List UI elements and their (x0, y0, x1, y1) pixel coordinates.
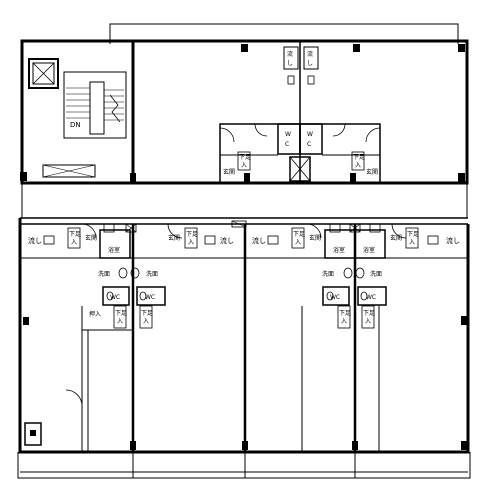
elevator-stair-core: DN (28, 58, 127, 178)
upper-entrance-right: 玄関 (366, 168, 378, 176)
lower-closet-2b: 入 (117, 318, 123, 325)
lower-shoe-1b: 入 (71, 239, 77, 246)
lower-entrance-3: 玄関 (309, 234, 321, 242)
lower-wash-4: 洗面 (370, 270, 382, 278)
lower-shoe-4a: 下足 (407, 231, 419, 238)
lower-bath-3: 浴室 (333, 246, 345, 254)
lower-left-services: 流し 下足 入 玄関 浴室 洗面 洗面 WC WC 押入 下足 入 下足 入 玄… (28, 223, 234, 329)
lower-sink-3: 流し (252, 236, 266, 245)
lower-entrance-1: 玄関 (85, 234, 97, 242)
upper-wc-right-c: C (307, 141, 311, 148)
lower-sink-1: 流し (28, 236, 42, 245)
lower-wc-4: WC (366, 294, 376, 301)
upper-sink-right-char2: し (307, 60, 313, 67)
lower-sink-4: 流し (446, 236, 460, 245)
upper-shoe-left-1: 下足 (239, 154, 251, 161)
lower-wc-3: WC (330, 294, 340, 301)
upper-shoe-right-2: 入 (355, 162, 361, 169)
lower-wash-2: 洗面 (146, 270, 158, 278)
lower-bath-1: 浴室 (108, 246, 120, 254)
lower-wash-3: 洗面 (322, 270, 334, 278)
lower-closet-5b: 入 (365, 318, 371, 325)
lower-shoe-4b: 入 (409, 239, 415, 246)
upper-sink-right-char1: 流 (307, 50, 313, 58)
upper-wc-left-c: C (285, 141, 289, 148)
lower-shoe-1a: 下足 (69, 231, 81, 238)
lower-shoe-3b: 入 (295, 239, 301, 246)
lower-closet-4b: 入 (341, 318, 347, 325)
lower-wash-1: 洗面 (98, 270, 110, 278)
lower-entrance-4: 玄関 (390, 234, 402, 242)
stair-label-dn: DN (70, 121, 81, 129)
lower-closet-2a: 下足 (115, 310, 127, 317)
lower-closet-5a: 下足 (363, 310, 375, 317)
lower-partitions (20, 44, 468, 452)
lower-closet-3b: 入 (143, 318, 149, 325)
upper-wc-left-w: W (285, 131, 291, 138)
upper-sink-left-char1: 流 (287, 50, 293, 58)
upper-sink-left-char2: し (287, 60, 293, 67)
lower-wc-2: WC (145, 294, 155, 301)
upper-entrance-left: 玄関 (223, 168, 235, 176)
lower-wc-1: WC (110, 294, 120, 301)
lower-closet-1: 押入 (89, 310, 101, 318)
upper-shoe-left-2: 入 (241, 162, 247, 169)
lower-closet-3a: 下足 (141, 310, 153, 317)
lower-shoe-3a: 下足 (293, 231, 305, 238)
upper-service-core: 流 し 流 し W C W C 下足 入 下足 入 玄関 玄関 (219, 41, 381, 184)
lower-shoe-2a: 下足 (186, 231, 198, 238)
upper-wc-right-w: W (307, 131, 313, 138)
lower-right-services: 流し 下足 入 玄関 浴室 浴室 洗面 洗面 WC WC 下足 入 下足 入 (252, 223, 460, 329)
lower-entrance-2: 玄関 (168, 234, 180, 242)
lower-bath-4: 浴室 (363, 246, 375, 254)
lower-sink-2: 流し (220, 236, 234, 245)
upper-shoe-right-1: 下足 (353, 154, 365, 161)
lower-shoe-2b: 入 (188, 239, 194, 246)
lower-closet-4a: 下足 (339, 310, 351, 317)
